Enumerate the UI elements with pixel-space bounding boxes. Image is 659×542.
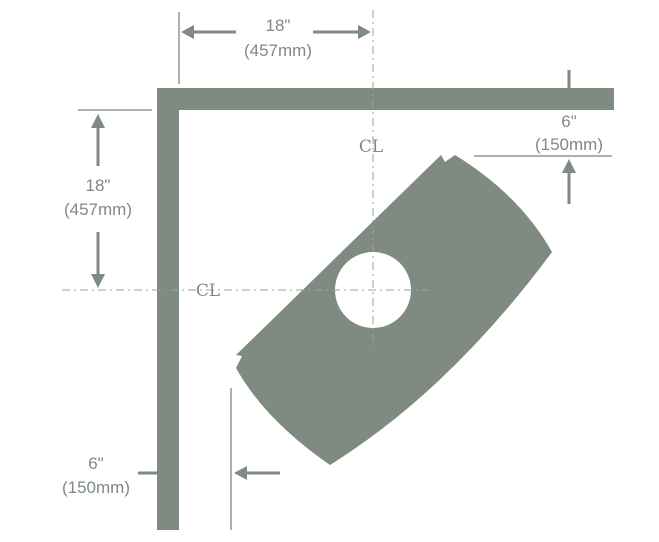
left-dimension-lower-arrowhead bbox=[91, 274, 105, 288]
bottom-dimension-mm: (150mm) bbox=[62, 478, 130, 497]
bottom-dimension-right-arrowhead bbox=[234, 466, 247, 480]
bottom-dimension-left-arrowhead bbox=[163, 466, 176, 480]
bottom-dimension-inches: 6" bbox=[88, 454, 104, 473]
right-dimension-upper-arrowhead bbox=[562, 94, 576, 108]
left-dimension-inches: 18" bbox=[86, 176, 111, 195]
right-dimension-inches: 6" bbox=[561, 112, 577, 131]
right-dimension-lower-arrowhead bbox=[562, 159, 576, 173]
top-dimension-inches: 18" bbox=[266, 16, 291, 35]
left-dimension-mm: (457mm) bbox=[64, 200, 132, 219]
top-dimension-right-arrowhead bbox=[358, 25, 371, 39]
right-dimension-mm: (150mm) bbox=[535, 135, 603, 154]
top-dimension-mm: (457mm) bbox=[244, 41, 312, 60]
top-dimension-left-arrowhead bbox=[181, 25, 194, 39]
vertical-centerline-mark: CL bbox=[359, 137, 383, 157]
left-dimension-upper-arrowhead bbox=[91, 114, 105, 128]
horizontal-centerline-mark: CL bbox=[196, 281, 220, 301]
